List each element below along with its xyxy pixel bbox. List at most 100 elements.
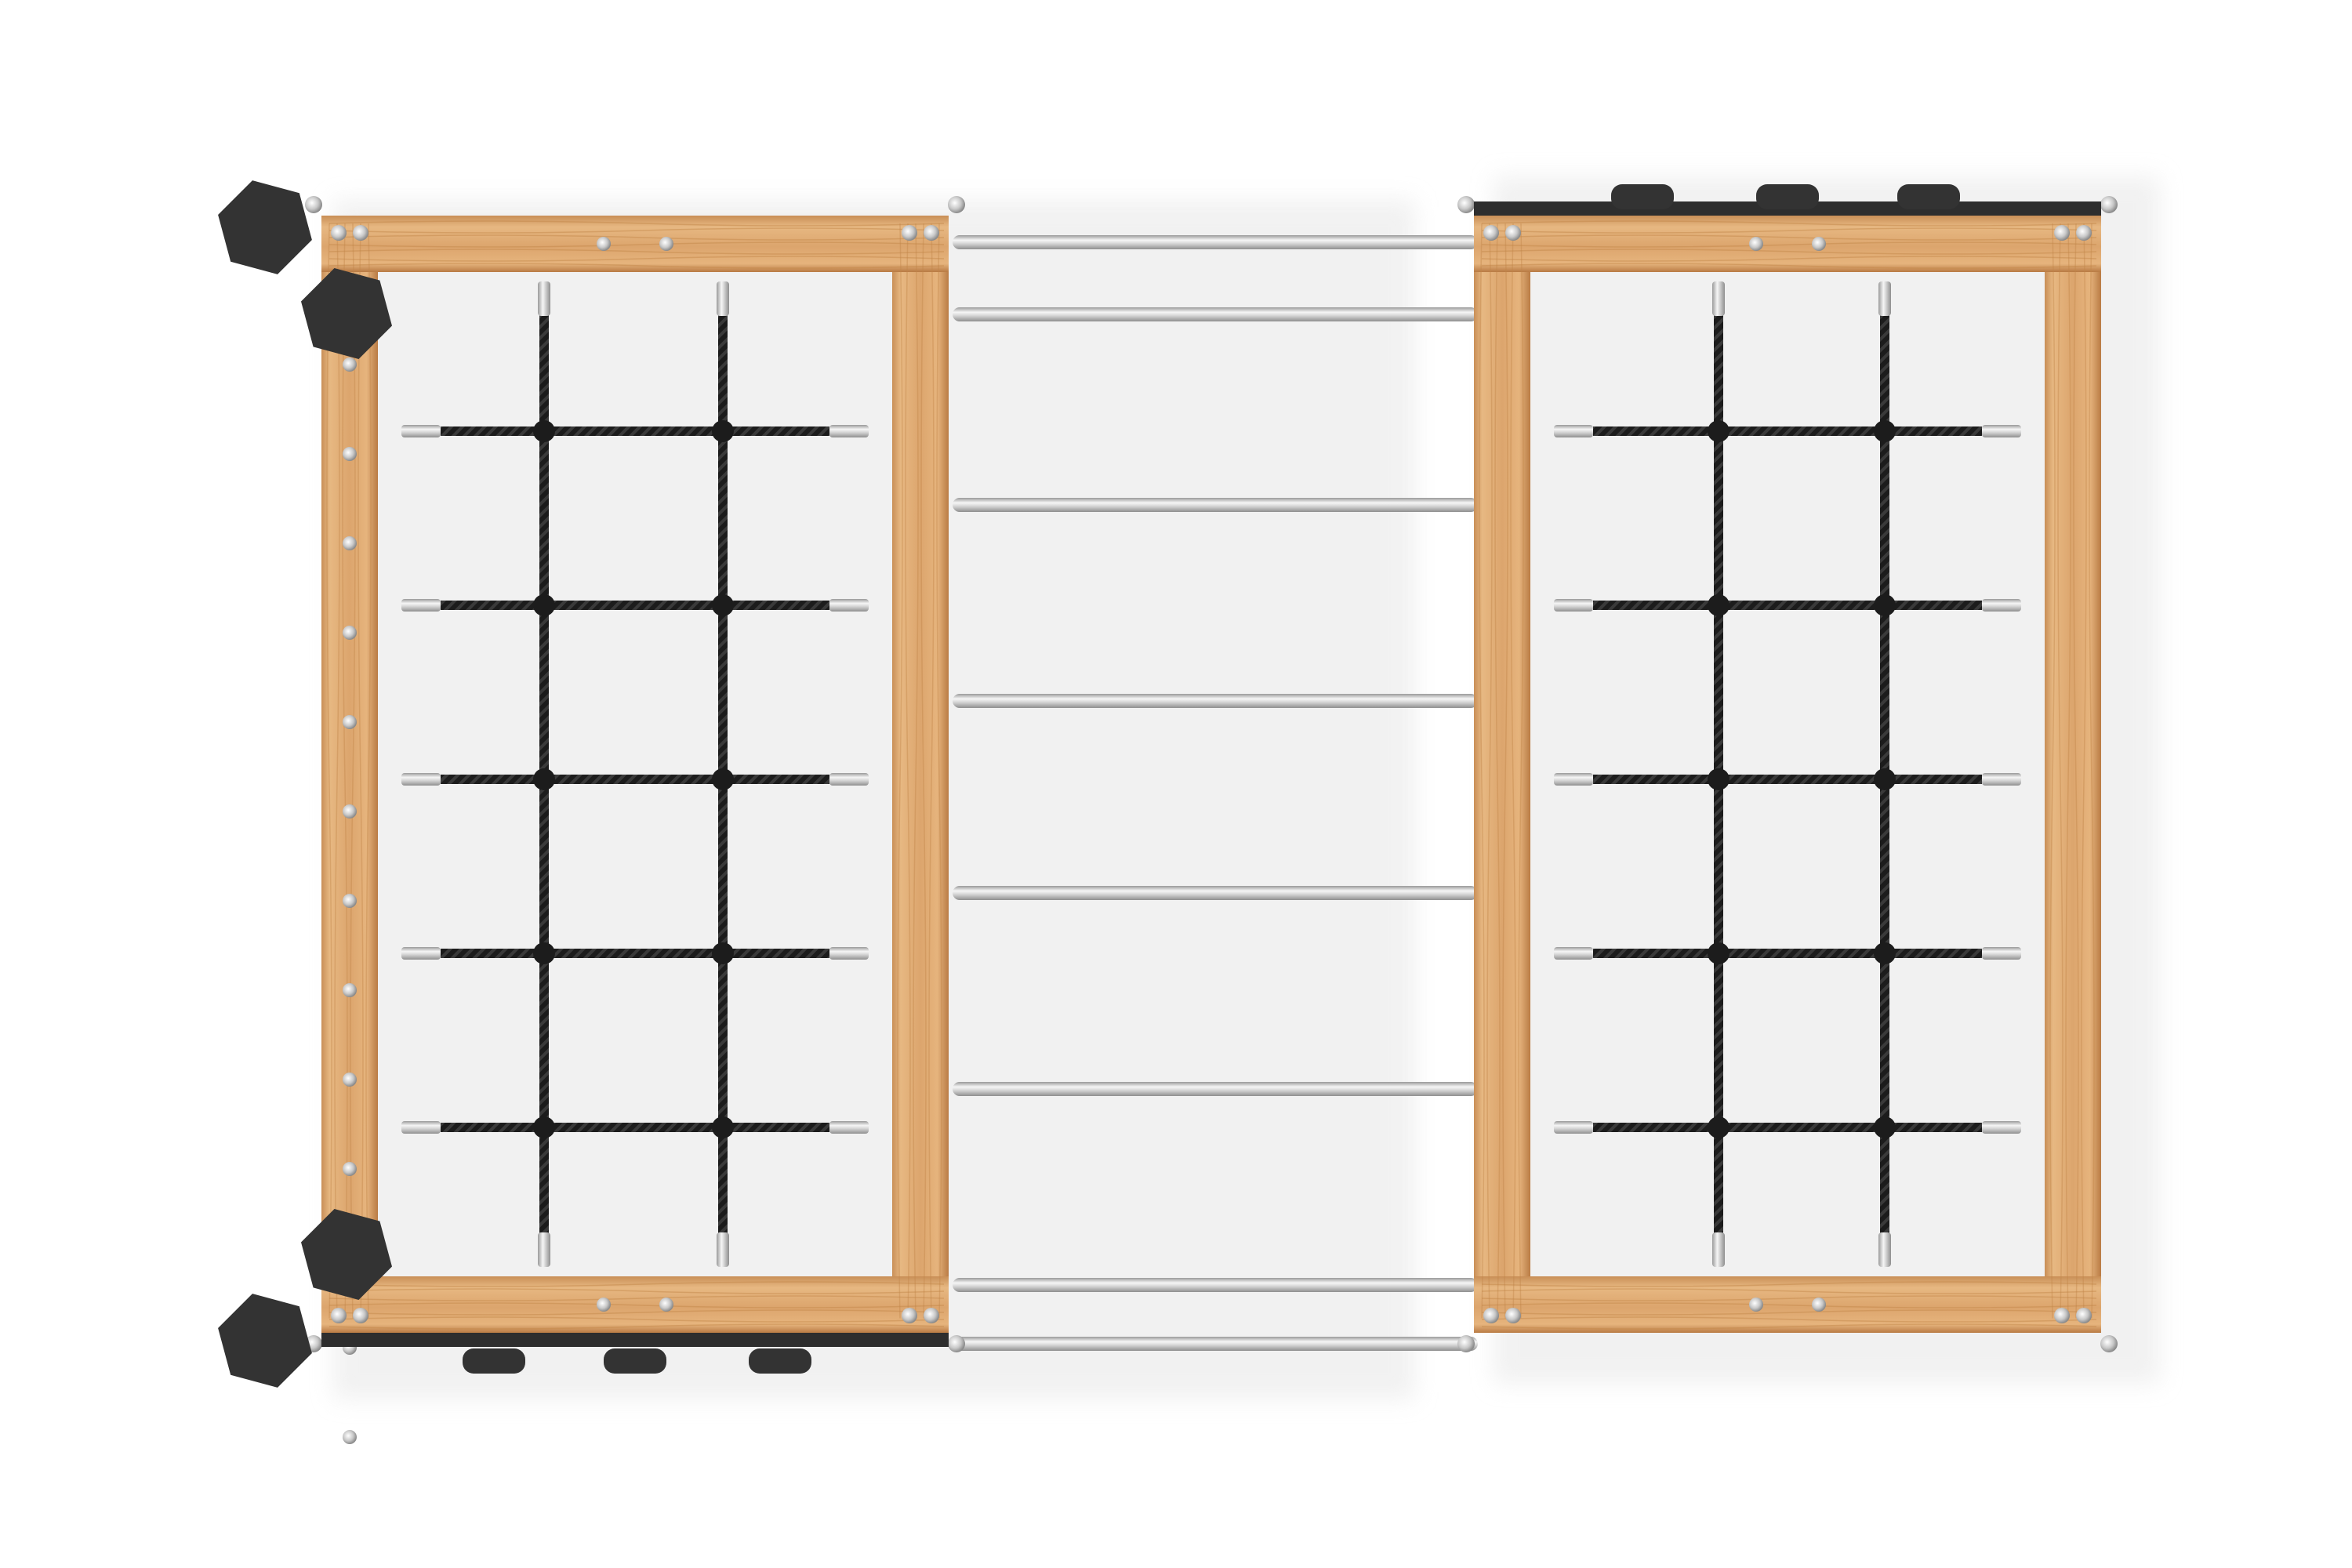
rope-clamp [1878,281,1891,316]
bolt [331,1308,347,1323]
wood-grain [328,1281,945,1287]
wooden-frame-1 [305,196,965,1444]
rope-clamp [401,425,441,437]
net-knot [1874,420,1896,442]
wood-grain [1494,223,1501,1319]
wood-post [892,216,949,1333]
wood-grain [2049,223,2056,1319]
rope-clamp [1554,1121,1593,1134]
rubber-pad [1756,184,1819,209]
wood-grain [2089,223,2095,1319]
rope-clamp [1982,947,2021,960]
bottom-edge-strip [321,1333,949,1347]
bolt [1812,237,1826,251]
bolt [343,1430,357,1444]
wood-grain [358,223,364,1319]
wood-grain [1481,220,2097,227]
wood-grain [1479,223,1485,1319]
rope-clamp [1712,1232,1725,1267]
rubber-pad [749,1348,811,1374]
rope-clamp [401,947,441,960]
wood-grain [2057,223,2063,1319]
wood-grain [928,223,935,1319]
wood-grain [328,234,945,241]
net-knot [712,768,734,790]
steel-rung [953,307,1478,321]
rope-clamp [538,1232,550,1267]
bolt [1457,196,1475,213]
wood-grain [920,223,927,1319]
steel-rungs [953,235,1478,1351]
wood-grain [1481,1281,2097,1287]
steel-rung [953,1337,1478,1351]
net-knot [1874,1116,1896,1138]
net-rope-horizontal [1593,1123,1982,1132]
net-knot [1708,1116,1730,1138]
steel-rung [953,694,1478,708]
net-knot [1874,594,1896,616]
rope-clamp [538,281,550,316]
rope-clamp [1982,773,2021,786]
wood-grain [2081,223,2087,1319]
wood-beam [321,1276,949,1333]
bolt [2054,225,2070,241]
bolt [343,894,357,908]
wood-grain [1510,223,1516,1319]
bolt [353,225,368,241]
net-knot [533,1116,555,1138]
bolt [343,447,357,461]
wood-post [2045,216,2101,1333]
wood-grain [328,1323,945,1330]
net-knot [533,420,555,442]
net-knot [533,594,555,616]
bolt [902,225,917,241]
bolt [948,1335,965,1352]
wood-grain [328,241,945,248]
bolt [331,225,347,241]
bolt [343,804,357,818]
wood-grain [913,223,919,1319]
net-knot [1708,768,1730,790]
rope-clamp [1554,947,1593,960]
wood-grain [328,1316,945,1323]
rope-clamp [401,1121,441,1134]
rope-clamp [717,1232,729,1267]
net-knot [712,420,734,442]
bolt [343,536,357,550]
wood-grain [328,220,945,227]
steel-rung [953,886,1478,900]
net-rope-horizontal [441,949,829,958]
steel-rung [953,235,1478,249]
rope-clamp [1982,425,2021,437]
net-rope-horizontal [1593,426,1982,436]
bolt [1457,1335,1475,1352]
bolt [1749,1298,1763,1312]
wood-grain [2065,223,2071,1319]
bolt [2054,1308,2070,1323]
wood-grain [1481,1316,2097,1323]
rubber-foot [301,1209,392,1300]
bolt [343,983,357,997]
bolt [1483,225,1499,241]
bolt [343,715,357,729]
wood-beam [321,216,949,272]
wood-grain [328,1295,945,1301]
bolt [353,1308,368,1323]
rope-clamp [829,599,869,612]
rubber-foot [301,268,392,359]
wood-beam [1474,1276,2101,1333]
wood-post [321,216,378,1333]
bolt [1505,1308,1521,1323]
bolt [924,1308,939,1323]
wood-grain [328,256,945,262]
steel-rung [953,1082,1478,1096]
rope-clamp [1982,1121,2021,1134]
wood-grain [1481,263,2097,269]
bolt [2100,1335,2118,1352]
bolt [2100,196,2118,213]
net-knot [533,942,555,964]
wood-grain [326,223,332,1319]
net-knot [712,942,734,964]
net-knot [712,594,734,616]
